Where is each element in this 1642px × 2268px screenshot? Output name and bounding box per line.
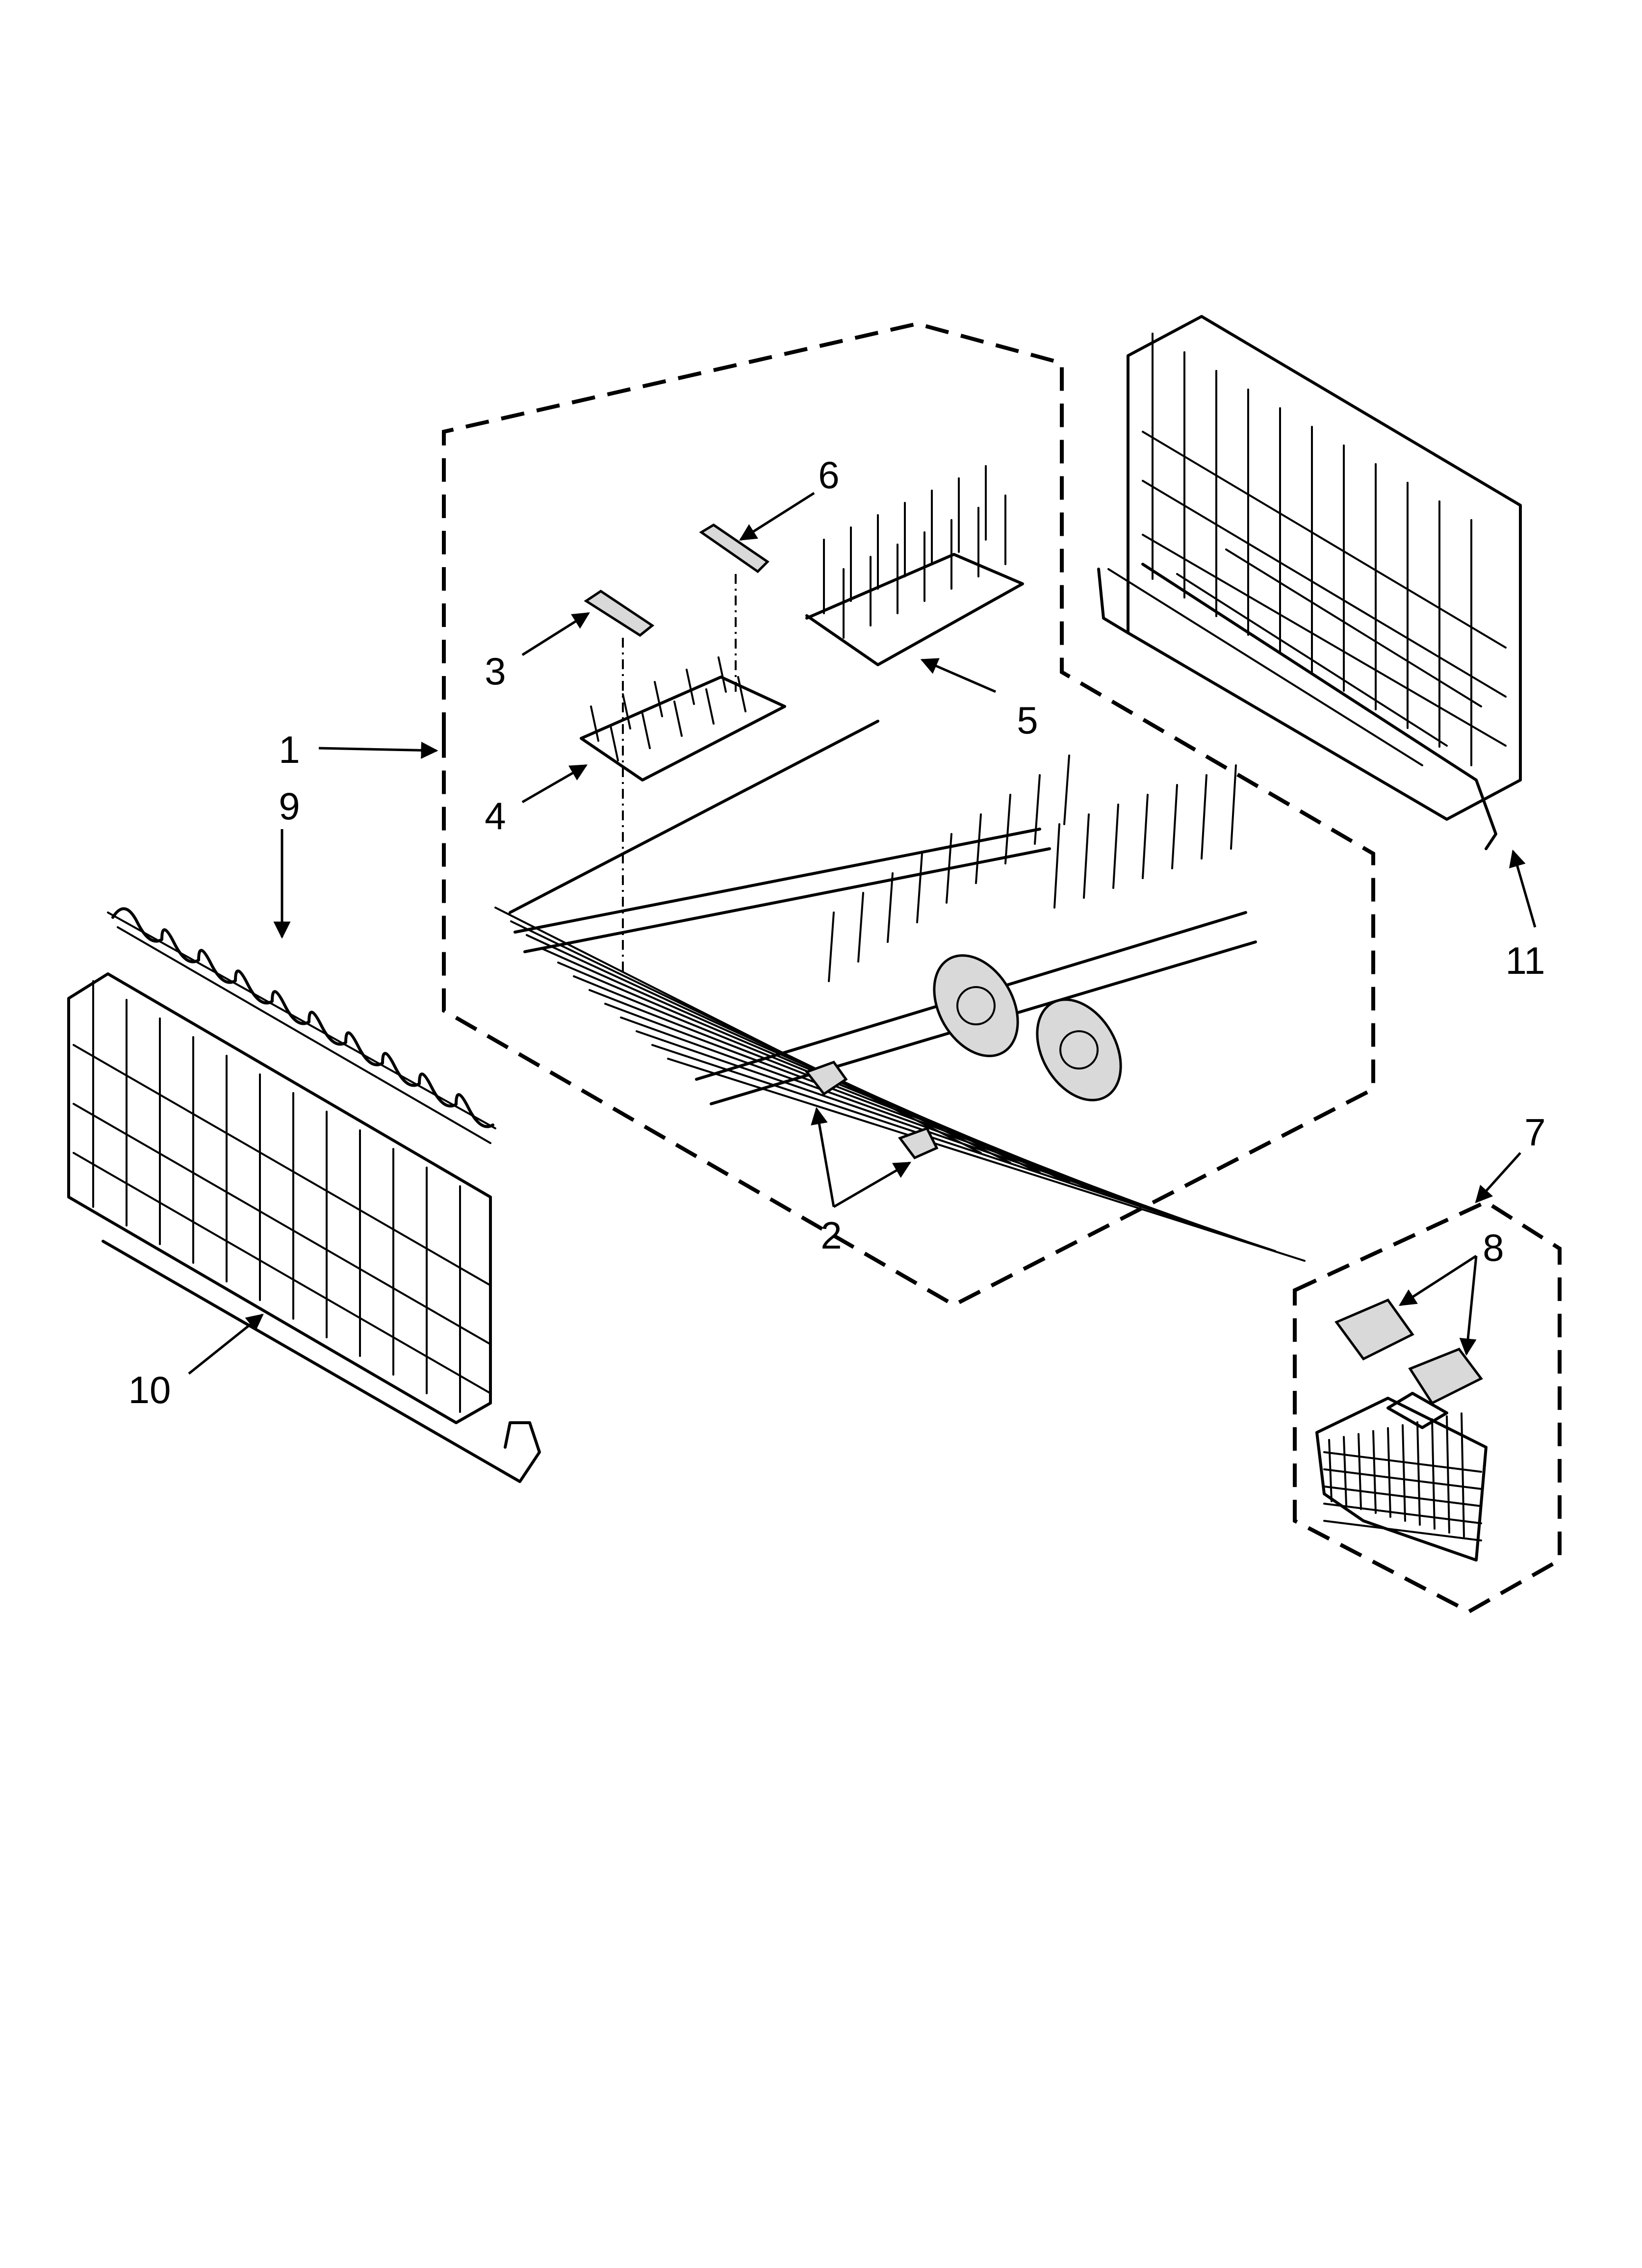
basket-wire: [1416, 1421, 1421, 1526]
tine-wire: [1112, 804, 1119, 889]
callout-10: 10: [128, 1368, 171, 1411]
tine-wire: [1063, 755, 1070, 825]
basket-wire: [1387, 1427, 1391, 1518]
tine-wire: [931, 490, 952, 590]
leader-11: [1509, 849, 1537, 928]
callout-9: 9: [279, 784, 300, 828]
tine-wire: [850, 526, 872, 626]
tine-row-5: [805, 465, 1024, 666]
tine-wire: [916, 853, 923, 923]
tine-wire: [654, 681, 683, 737]
rack-wire: [636, 1030, 1247, 1242]
rack-wire: [651, 1044, 1276, 1252]
tine-wire: [1201, 774, 1207, 860]
callout-3: 3: [485, 650, 506, 693]
basket-wire: [1323, 1503, 1482, 1524]
leader-2b: [833, 1161, 912, 1208]
basket-wire: [1323, 1451, 1482, 1473]
leader-3: [521, 612, 590, 656]
basket-wire: [1431, 1418, 1436, 1530]
silverware-basket-7: [1315, 1392, 1488, 1562]
leader-10: [188, 1313, 264, 1375]
tine-wire: [1034, 774, 1041, 845]
basket-wire: [1461, 1412, 1465, 1538]
leader-4: [521, 764, 588, 804]
tine-wire: [958, 477, 979, 577]
rack-wire: [667, 1058, 1306, 1262]
basket-wire: [1372, 1430, 1377, 1514]
tine-wire: [1053, 823, 1060, 909]
leader-1: [318, 741, 438, 759]
leader-2a: [811, 1107, 835, 1207]
hinge-2: [804, 1061, 939, 1160]
tine-wire: [622, 693, 651, 749]
basket-wire: [1323, 1486, 1482, 1507]
callout-11: 11: [1506, 939, 1545, 982]
callout-1: 1: [279, 728, 300, 771]
tine-wire: [904, 502, 925, 602]
tine-wire: [857, 892, 864, 963]
tine-wire: [1171, 784, 1178, 869]
basket-wire: [1402, 1424, 1406, 1522]
tine-wire: [1004, 794, 1011, 864]
leader-6: [739, 492, 815, 541]
basket-wire: [1323, 1520, 1482, 1541]
leader-8b: [1459, 1255, 1478, 1356]
callout-8: 8: [1483, 1226, 1504, 1269]
tine-wire: [590, 705, 619, 761]
callout-4: 4: [485, 794, 506, 837]
tine-wire: [975, 813, 982, 884]
basket-wire: [1358, 1433, 1362, 1510]
side-rack-panel-11: [1097, 315, 1522, 850]
callout-2: 2: [821, 1214, 842, 1257]
tine-wire: [1142, 794, 1149, 879]
tine-wire: [828, 912, 835, 982]
basket-wire: [1323, 1468, 1482, 1490]
tine-wire: [887, 872, 894, 943]
tine-row-4: [580, 656, 786, 782]
tine-wire: [686, 669, 715, 725]
rack-wire: [620, 1017, 1217, 1232]
leader-5: [920, 658, 996, 693]
grid-insert-8: [1334, 1298, 1483, 1405]
callout-6: 6: [818, 453, 839, 496]
side-rack-panel-10: [67, 972, 541, 1483]
tine-wire: [1230, 764, 1237, 850]
leader-8a: [1399, 1254, 1477, 1306]
leader-7: [1475, 1152, 1521, 1203]
basket-wire: [1446, 1415, 1450, 1534]
tine-wire: [718, 656, 746, 712]
tine-wire: [946, 833, 952, 904]
clip-3: [584, 589, 655, 637]
clip-6: [699, 523, 770, 574]
tine-wire: [877, 514, 898, 614]
callout-7: 7: [1524, 1111, 1545, 1154]
tine-wire: [823, 539, 845, 639]
tine-wire: [985, 465, 1006, 565]
wire-rail-9: [107, 907, 496, 1144]
tine-wire: [1083, 813, 1090, 899]
rack-assembly-boundary: [442, 321, 1375, 1307]
callout-5: 5: [1017, 699, 1038, 742]
main-rack-1: [494, 720, 1306, 1262]
basket-group-boundary: [1293, 1199, 1562, 1614]
